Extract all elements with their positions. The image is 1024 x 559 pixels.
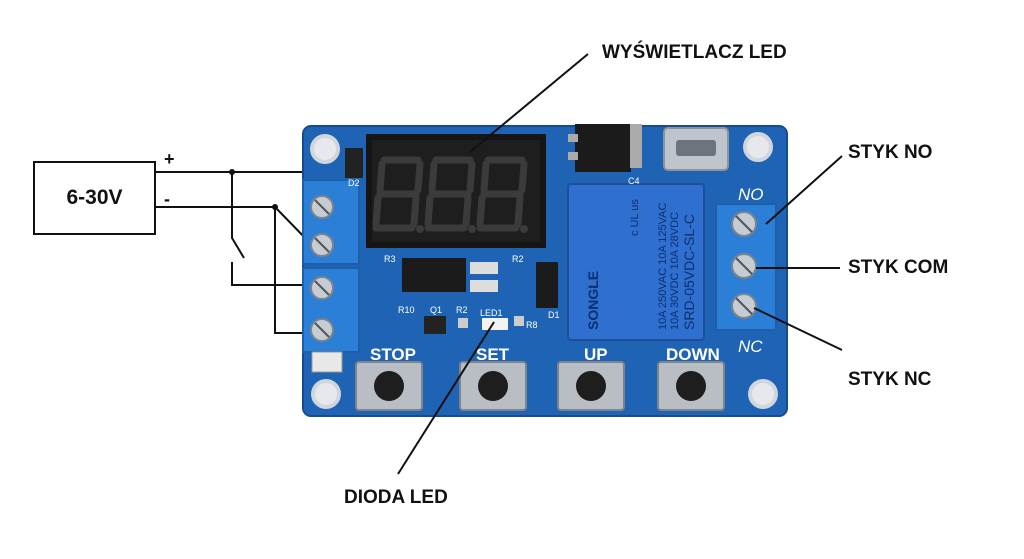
- display-callout: WYŚWIETLACZ LED: [602, 42, 787, 63]
- svg-text:D1: D1: [548, 310, 560, 320]
- relay: [567, 183, 705, 341]
- power-supply-label: 6-30V: [66, 186, 123, 209]
- led-diode-callout: DIODA LED: [344, 487, 448, 508]
- silk-no: NO: [738, 185, 764, 204]
- silk-nc: NC: [738, 337, 763, 356]
- silk-stop: STOP: [370, 345, 416, 364]
- transistor: [424, 316, 446, 334]
- wire-switch-top: [231, 172, 245, 259]
- svg-text:R10: R10: [398, 305, 415, 315]
- diode: [536, 262, 558, 308]
- relay-cert: c UL us: [629, 199, 641, 236]
- pcb-board: SONGLE SRD-05VDC-SL-C 10A 250VAC 10A 125…: [302, 124, 788, 417]
- leader-no: [765, 155, 843, 225]
- svg-text:R3: R3: [384, 254, 396, 264]
- wire-switch-bottom: [231, 262, 322, 286]
- voltage-regulator: [575, 124, 631, 172]
- mount-hole: [743, 132, 773, 162]
- plus-sign: +: [164, 149, 175, 169]
- no-contact-callout: STYK NO: [848, 142, 933, 163]
- nc-contact-callout: STYK NC: [848, 369, 932, 390]
- silk-led1: LED1: [480, 308, 503, 318]
- mount-hole: [310, 134, 340, 164]
- relay-brand: SONGLE: [585, 271, 601, 330]
- optocoupler: [402, 258, 466, 292]
- mount-hole: [311, 379, 341, 409]
- svg-text:Q1: Q1: [430, 305, 442, 315]
- input-terminal-block: [302, 179, 360, 373]
- silk-up: UP: [584, 345, 608, 364]
- leader-display: [469, 53, 589, 153]
- mount-hole: [748, 379, 778, 409]
- callout-lines: [397, 53, 843, 475]
- leader-nc: [753, 307, 843, 351]
- svg-text:R2: R2: [456, 305, 468, 315]
- display-digits: [372, 156, 528, 232]
- push-buttons: STOP SET UP DOWN: [355, 345, 725, 411]
- com-contact-callout: STYK COM: [848, 257, 949, 278]
- junction-dot: [272, 204, 278, 210]
- svg-text:R8: R8: [526, 320, 538, 330]
- minus-sign: -: [164, 189, 170, 209]
- relay-rating1: 10A 250VAC 10A 125VAC: [657, 203, 669, 330]
- relay-model: SRD-05VDC-SL-C: [681, 214, 697, 330]
- svg-text:D2: D2: [348, 178, 360, 188]
- power-supply-box: [33, 161, 156, 235]
- led-component: [482, 318, 508, 330]
- junction-dot: [229, 169, 235, 175]
- silk-down: DOWN: [666, 345, 720, 364]
- silk-set: SET: [476, 345, 510, 364]
- svg-text:R2: R2: [512, 254, 524, 264]
- svg-text:C4: C4: [628, 176, 640, 186]
- relay-rating2: 10A 30VDC 10A 28VDC: [669, 212, 681, 330]
- wire-plus: [155, 171, 323, 207]
- wiring: [155, 171, 323, 334]
- leader-led: [397, 321, 495, 475]
